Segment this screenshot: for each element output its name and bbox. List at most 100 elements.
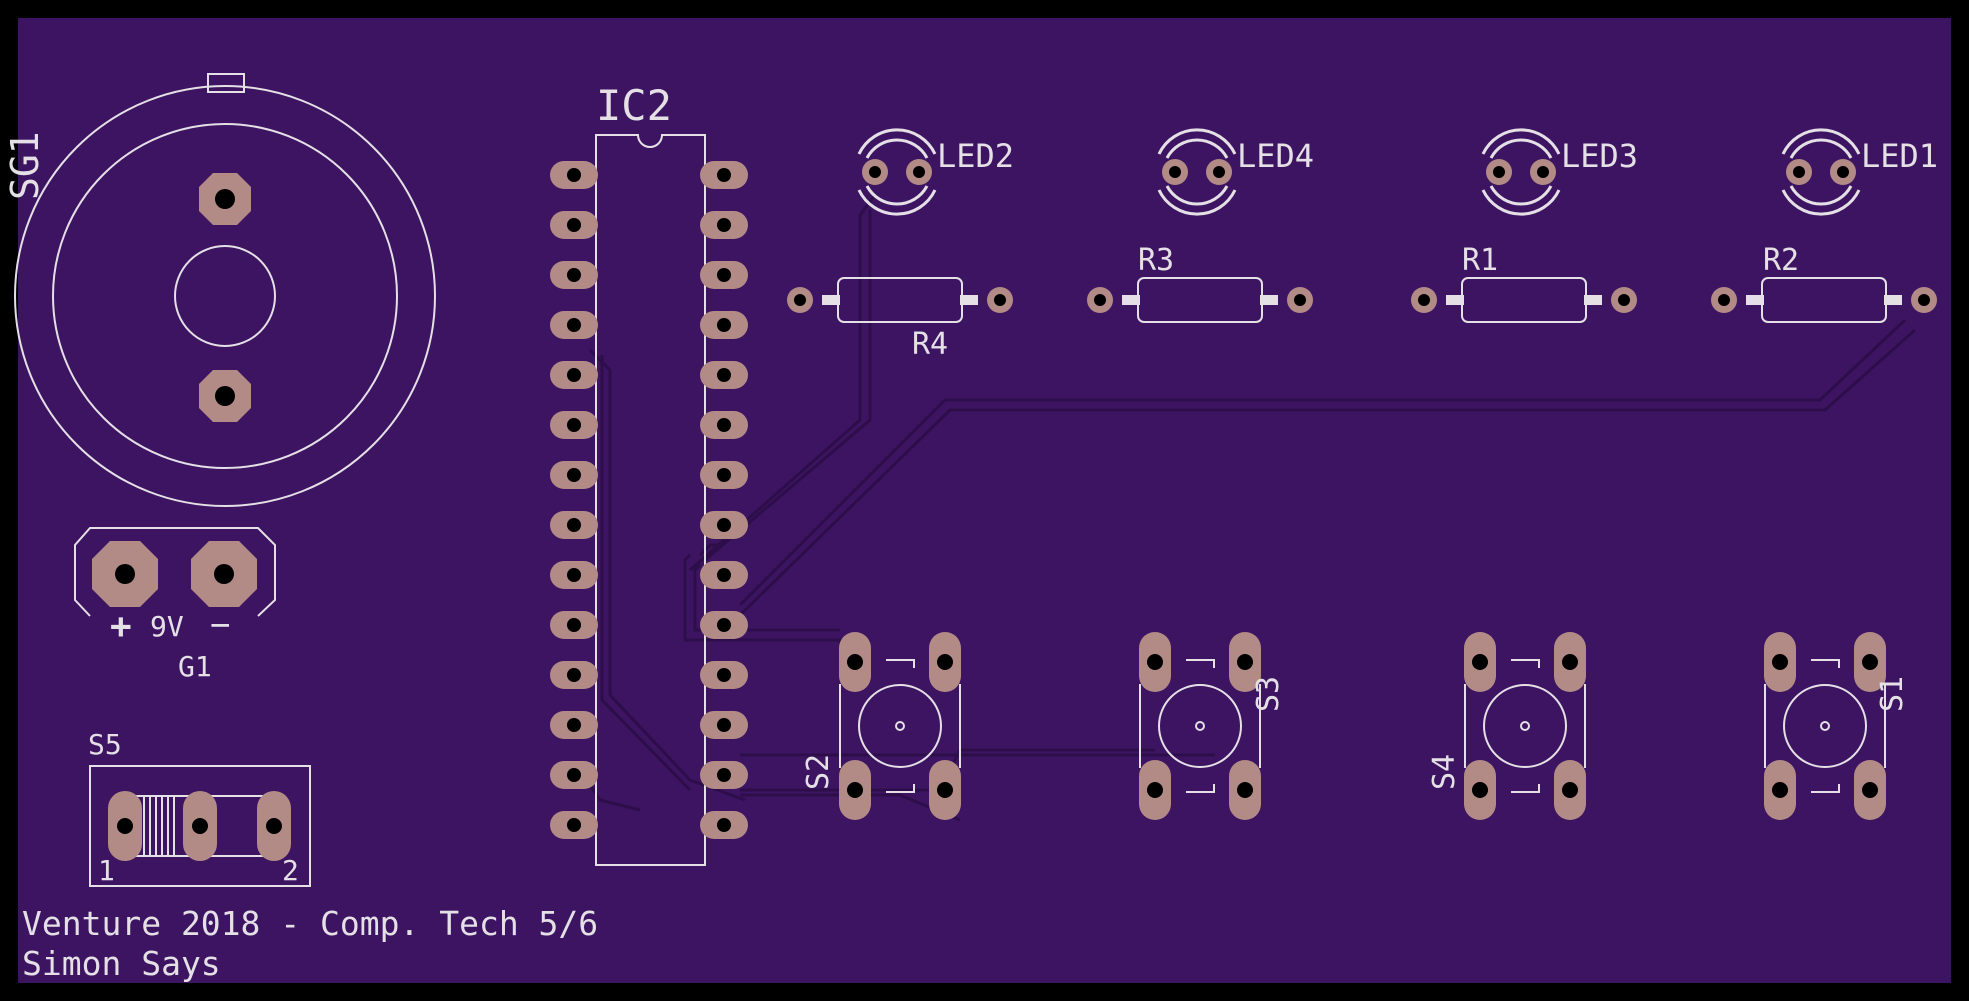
switch-pad-hole	[1862, 654, 1878, 670]
ic2-pads	[550, 161, 748, 839]
switch-button-center	[1820, 721, 1830, 731]
led-footprint-icon	[1781, 128, 1861, 216]
led-outline-top-inner	[865, 138, 929, 159]
ic2-pad-hole	[717, 368, 731, 382]
s5-pin2-label: 2	[282, 854, 299, 887]
ic2-pad-hole	[717, 768, 731, 782]
ic2-pad-hole	[567, 218, 581, 232]
switch-mark-top	[1811, 659, 1840, 668]
ic2-pad-hole	[717, 618, 731, 632]
resistor-footprint-icon	[787, 277, 1013, 323]
buzzer-pads	[199, 173, 251, 422]
resistor-lead-left	[822, 295, 840, 305]
resistor-body	[837, 277, 963, 323]
switch-pad-hole	[1237, 782, 1253, 798]
resistor-pad-hole	[794, 294, 806, 306]
ic2-pad-hole	[717, 218, 731, 232]
switch-pad-hole	[1772, 782, 1788, 798]
ic2-pad-hole	[567, 418, 581, 432]
resistor-body	[1461, 277, 1587, 323]
switch-button-outline	[1158, 684, 1242, 768]
ic2-pad-hole	[717, 568, 731, 582]
led-outline-top	[1781, 128, 1861, 155]
tactile-switch-icon	[1464, 632, 1586, 820]
s5-pin1-label: 1	[98, 854, 115, 887]
g1-label: G1	[178, 650, 212, 683]
ic2-pad-hole	[717, 818, 731, 832]
ic2-pad-hole	[567, 368, 581, 382]
resistor-pad-hole	[1718, 294, 1730, 306]
slide-switch-pads	[108, 791, 291, 861]
resistor-lead-left	[1122, 295, 1140, 305]
r2-label: R2	[1763, 243, 1799, 278]
resistor-footprints	[787, 277, 1937, 323]
switch-button-outline	[858, 684, 942, 768]
switch-mark-bottom	[1186, 784, 1215, 793]
sg1-label: SG1	[3, 131, 47, 200]
resistor-lead-right	[1584, 295, 1602, 305]
resistor-pad-hole	[1418, 294, 1430, 306]
led-pad-hole	[913, 166, 925, 178]
ic2-pad-hole	[717, 468, 731, 482]
ic2-pad-hole	[717, 418, 731, 432]
switch-pad-hole	[937, 654, 953, 670]
led-footprint-icon	[1481, 128, 1561, 216]
switch-button-outline	[1783, 684, 1867, 768]
switch-pad-hole	[1562, 782, 1578, 798]
dip28-chip-icon	[595, 134, 706, 866]
led1-label: LED1	[1861, 137, 1938, 175]
r3-label: R3	[1138, 243, 1174, 278]
resistor-lead-right	[960, 295, 978, 305]
switch-pad-hole	[1472, 654, 1488, 670]
resistor-pad-hole	[1918, 294, 1930, 306]
led4-label: LED4	[1237, 137, 1314, 175]
ic2-pad-hole	[567, 568, 581, 582]
buzzer-footprint-icon	[14, 73, 436, 507]
led-pad-hole	[869, 166, 881, 178]
r1-label: R1	[1462, 243, 1498, 278]
led-outline-top-inner	[1165, 138, 1229, 159]
switch-pad-hole	[1562, 654, 1578, 670]
led-outline-bottom-inner	[1789, 185, 1853, 206]
resistor-body	[1761, 277, 1887, 323]
led-footprint-icon	[857, 128, 937, 216]
resistor-lead-right	[1260, 295, 1278, 305]
switch-button-center	[895, 721, 905, 731]
ic2-pad-hole	[567, 818, 581, 832]
switch-mark-bottom	[1511, 784, 1540, 793]
switch-mark-bottom	[886, 784, 915, 793]
resistor-footprint-icon	[1711, 277, 1937, 323]
tactile-switch-icon	[1139, 632, 1261, 820]
switch-button-center	[1520, 721, 1530, 731]
s4-label: S4	[1427, 754, 1462, 790]
led-pad-hole	[1493, 166, 1505, 178]
switch-pad-hole	[1237, 654, 1253, 670]
led-outline-bottom	[857, 189, 937, 216]
switch-pad-hole	[937, 782, 953, 798]
s2-label: S2	[801, 754, 836, 790]
switch-mark-top	[1186, 659, 1215, 668]
switch-pad-hole	[1472, 782, 1488, 798]
ic2-label: IC2	[596, 81, 672, 130]
resistor-lead-left	[1446, 295, 1464, 305]
led-outline-top-inner	[1489, 138, 1553, 159]
ic2-pad-hole	[567, 668, 581, 682]
battery-9v-label: 9V	[150, 610, 184, 643]
resistor-pad-hole	[994, 294, 1006, 306]
r4-label: R4	[912, 327, 948, 362]
led-pad-hole	[1213, 166, 1225, 178]
ic2-pad-hole	[567, 168, 581, 182]
switch-pad-hole	[1772, 654, 1788, 670]
resistor-body	[1137, 277, 1263, 323]
ic2-pad-hole	[567, 318, 581, 332]
led-outline-bottom-inner	[1489, 185, 1553, 206]
resistor-pad-hole	[1294, 294, 1306, 306]
ic2-pad-hole	[717, 718, 731, 732]
s3-label: S3	[1251, 676, 1286, 712]
ic2-pad-hole	[567, 268, 581, 282]
switch-pad-hole	[847, 782, 863, 798]
led-footprints	[857, 128, 1861, 216]
switch-pad-hole	[1147, 782, 1163, 798]
tactile-switch-icon	[839, 632, 961, 820]
switch-pad-hole	[847, 654, 863, 670]
